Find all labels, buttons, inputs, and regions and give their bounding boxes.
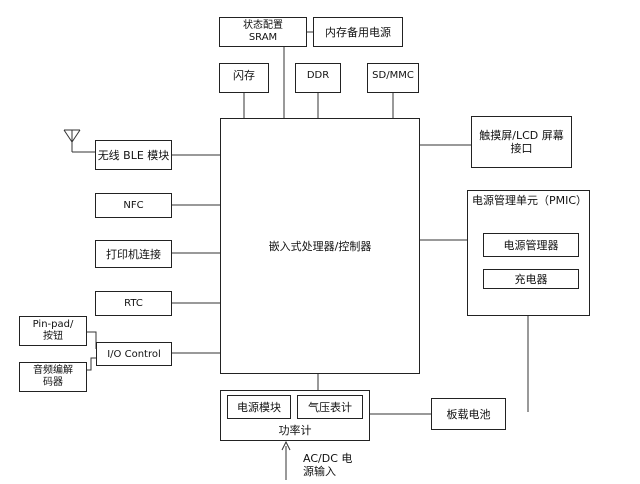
- power-meter-label: 功率计: [278, 424, 312, 437]
- nfc-box: NFC: [95, 193, 172, 218]
- audio-codec-box: 音频编解 码器: [19, 362, 87, 392]
- flash-box: 闪存: [219, 63, 269, 93]
- io-control-box: I/O Control: [96, 342, 172, 366]
- audio-codec-label-line2: 码器: [43, 377, 63, 388]
- acdc-label-line2: 源输入: [303, 465, 336, 478]
- ddr-box: DDR: [295, 63, 341, 93]
- acdc-label-line1: AC/DC 电: [303, 452, 353, 465]
- backup-power-box: 内存备用电源: [313, 17, 403, 47]
- printer-box: 打印机连接: [95, 240, 172, 268]
- battery-box: 板载电池: [431, 398, 506, 430]
- sram-label-line1: 状态配置: [243, 20, 283, 31]
- touch-lcd-box: 触摸屏/LCD 屏幕 接口: [471, 116, 572, 168]
- printer-label: 打印机连接: [106, 247, 161, 261]
- ble-label: 无线 BLE 模块: [97, 148, 170, 162]
- power-module-label: 电源模块: [237, 400, 281, 414]
- antenna-icon: [63, 129, 95, 153]
- pinpad-box: Pin-pad/ 按钮: [19, 316, 87, 346]
- power-manager-label: 电源管理器: [503, 238, 559, 252]
- touch-lcd-label-line1: 触摸屏/LCD 屏幕: [479, 129, 564, 142]
- sram-label-line2: SRAM: [248, 32, 278, 43]
- ble-box: 无线 BLE 模块: [95, 140, 172, 170]
- line-audio-io: [87, 357, 96, 371]
- processor-box: 嵌入式处理器/控制器: [220, 118, 420, 374]
- pinpad-label-line1: Pin-pad/: [32, 319, 74, 330]
- audio-codec-label-line1: 音频编解: [33, 365, 73, 376]
- sram-box: 状态配置 SRAM: [219, 17, 307, 47]
- battery-label: 板载电池: [446, 407, 491, 421]
- line-pinpad-io: [87, 331, 97, 349]
- arrow-head: [281, 440, 291, 451]
- gauge-box: 气压表计: [297, 395, 363, 419]
- power-module-box: 电源模块: [227, 395, 291, 419]
- touch-lcd-label-line2: 接口: [510, 142, 533, 155]
- charger-box: 充电器: [483, 269, 579, 289]
- gauge-label: 气压表计: [308, 400, 352, 414]
- io-control-label: I/O Control: [107, 348, 161, 360]
- rtc-box: RTC: [95, 291, 172, 316]
- acdc-input-label: AC/DC 电 源输入: [303, 452, 352, 478]
- backup-power-label: 内存备用电源: [325, 25, 391, 39]
- power-manager-box: 电源管理器: [483, 233, 579, 257]
- nfc-label: NFC: [123, 200, 144, 211]
- rtc-label: RTC: [124, 298, 143, 309]
- processor-label: 嵌入式处理器/控制器: [268, 239, 372, 253]
- pinpad-label-line2: 按钮: [43, 331, 63, 342]
- pmic-title: 电源管理单元（PMIC）: [472, 194, 588, 207]
- charger-label: 充电器: [514, 272, 548, 286]
- flash-label: 闪存: [233, 69, 255, 82]
- sdmmc-label: SD/MMC: [372, 70, 414, 81]
- sdmmc-box: SD/MMC: [367, 63, 419, 93]
- ddr-label: DDR: [306, 70, 330, 81]
